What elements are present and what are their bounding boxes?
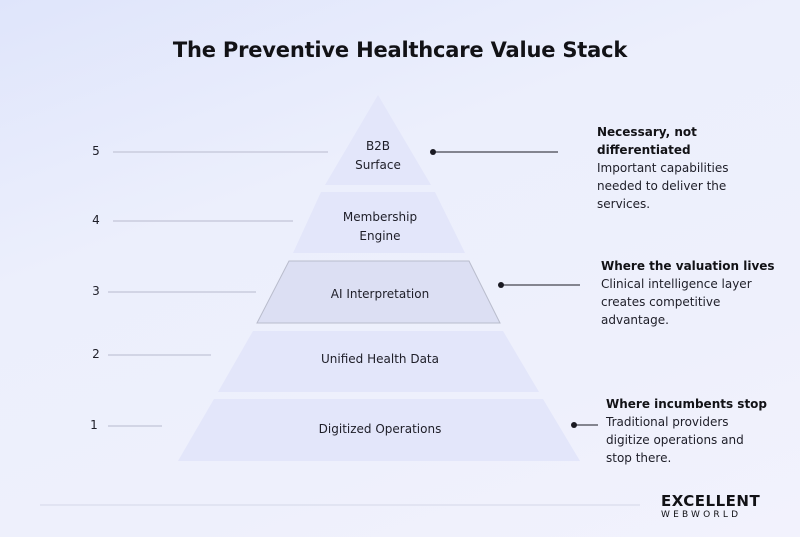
tier-5-label-line1: B2B bbox=[365, 139, 391, 153]
annotation-top-heading-line2: differentiated bbox=[597, 143, 691, 157]
tier-5-label-line2: Surface bbox=[355, 158, 401, 172]
bottom-annotation-dot bbox=[571, 422, 577, 428]
annotation-top: Necessary, not differentiated Important … bbox=[597, 123, 787, 213]
tier-2-label: Unified Health Data bbox=[321, 352, 439, 366]
page-title: The Preventive Healthcare Value Stack bbox=[172, 38, 628, 62]
level-number-3: 3 bbox=[92, 284, 100, 298]
level-number-5: 5 bbox=[92, 144, 100, 158]
level-number-4: 4 bbox=[92, 213, 100, 227]
tier-4-label-line2: Engine bbox=[359, 229, 401, 243]
annotation-bottom-body-line3: stop there. bbox=[606, 451, 672, 465]
annotation-bottom-body-line2: digitize operations and bbox=[606, 433, 744, 447]
annotation-top-heading-line1: Necessary, not bbox=[597, 125, 697, 139]
top-annotation-dot bbox=[430, 149, 436, 155]
brand-logo-line1: EXCELLENT bbox=[661, 492, 761, 510]
annotation-middle-body-line2: creates competitive bbox=[601, 295, 721, 309]
annotation-bottom-body-line1: Traditional providers bbox=[606, 415, 729, 429]
level-number-2: 2 bbox=[92, 347, 100, 361]
pyramid-tier-5 bbox=[325, 95, 431, 185]
brand-logo: EXCELLENT WEBWORLD bbox=[661, 493, 760, 521]
tier-4-label-line1: Membership bbox=[342, 210, 418, 224]
brand-logo-line2: WEBWORLD bbox=[661, 510, 742, 520]
middle-annotation-dot bbox=[498, 282, 504, 288]
pyramid-tier-2 bbox=[218, 331, 539, 392]
tier-5-label: B2B Surface bbox=[328, 137, 428, 175]
pyramid-tier-4 bbox=[293, 192, 465, 253]
tier-3-label: AI Interpretation bbox=[330, 287, 430, 301]
tier-1-label: Digitized Operations bbox=[318, 422, 442, 436]
annotation-top-body-line3: services. bbox=[597, 197, 651, 211]
annotation-top-body-line2: needed to deliver the bbox=[597, 179, 727, 193]
annotation-top-body-line1: Important capabilities bbox=[597, 161, 729, 175]
annotation-middle-body-line1: Clinical intelligence layer bbox=[601, 277, 752, 291]
annotation-middle: Where the valuation lives Clinical intel… bbox=[601, 257, 791, 329]
annotation-bottom: Where incumbents stop Traditional provid… bbox=[606, 395, 796, 467]
annotation-bottom-heading: Where incumbents stop bbox=[606, 397, 768, 411]
annotation-middle-body-line3: advantage. bbox=[601, 313, 669, 327]
pyramid-tier-1 bbox=[178, 399, 580, 461]
tier-4-label: Membership Engine bbox=[310, 208, 450, 246]
annotation-middle-heading: Where the valuation lives bbox=[601, 259, 775, 273]
pyramid-tier-3 bbox=[256, 260, 501, 324]
level-number-1: 1 bbox=[90, 418, 98, 432]
